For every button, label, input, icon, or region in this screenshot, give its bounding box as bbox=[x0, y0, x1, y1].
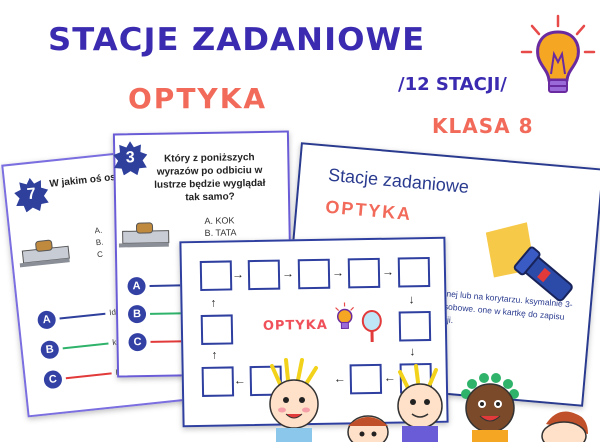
answer-c: C bbox=[96, 249, 104, 260]
station-box bbox=[297, 258, 331, 290]
station-box bbox=[200, 314, 234, 345]
answer-a: A. KOK bbox=[204, 215, 235, 226]
kids-illustration bbox=[269, 358, 588, 442]
option-b-line bbox=[62, 342, 109, 350]
station-box bbox=[201, 366, 235, 397]
option-b-circle: B bbox=[127, 305, 147, 324]
answer-a: A. bbox=[94, 225, 103, 236]
option-c-line bbox=[65, 372, 112, 380]
magnifier-icon bbox=[361, 309, 382, 343]
bulb-small-icon bbox=[335, 302, 355, 330]
station-box bbox=[397, 256, 431, 288]
arrow-right-icon: → bbox=[331, 265, 345, 280]
arrow-up-icon: ↑ bbox=[210, 295, 217, 310]
arrow-right-icon: → bbox=[281, 266, 295, 281]
option-c-circle: C bbox=[43, 369, 63, 390]
option-a-line bbox=[59, 312, 106, 320]
option-b-circle: B bbox=[39, 339, 60, 360]
card-question: Który z poniższych wyrazów po odbiciu w … bbox=[154, 152, 266, 204]
lightbulb-icon bbox=[520, 14, 596, 93]
card-number-badge: 7 bbox=[13, 176, 50, 213]
saw-icon bbox=[118, 222, 170, 248]
flashlight-icon bbox=[485, 222, 573, 302]
arrow-up-icon: ↑ bbox=[211, 347, 218, 362]
option-a-circle: A bbox=[36, 309, 57, 330]
station-box bbox=[347, 257, 381, 289]
stations-map-card: → → → → ↑ ↓ ↑ ↓ OPTYKA ← ← ← bbox=[179, 236, 449, 428]
stations-count: /12 STACJI/ bbox=[398, 74, 507, 95]
subject-title: OPTYKA bbox=[128, 82, 268, 115]
answer-b: B. bbox=[95, 237, 104, 248]
station-box bbox=[398, 310, 432, 342]
option-c-circle: C bbox=[128, 333, 147, 352]
intro-card-subtitle: OPTYKA bbox=[324, 196, 414, 225]
main-title: STACJE ZADANIOWE bbox=[48, 22, 426, 58]
task-card-3: 3 Który z poniższych wyrazów po odbiciu … bbox=[112, 130, 294, 378]
option-a-circle: A bbox=[127, 277, 146, 296]
intro-card: Stacje zadaniowe OPTYKA yjnej lub na kor… bbox=[280, 142, 600, 407]
arrow-right-icon: → bbox=[231, 267, 245, 282]
arrow-right-icon: → bbox=[381, 264, 395, 279]
station-box bbox=[199, 260, 233, 291]
saw-icon bbox=[19, 239, 70, 268]
grade-label: KLASA 8 bbox=[432, 114, 534, 138]
arrow-left-icon: ← bbox=[233, 373, 246, 388]
stations-map-label: OPTYKA bbox=[262, 317, 329, 334]
intro-card-title: Stacje zadaniowe bbox=[327, 164, 470, 197]
station-box bbox=[247, 259, 281, 291]
card-number-badge: 3 bbox=[113, 141, 148, 176]
task-card-7: 7 W jakim oś osiąga pre A. B. C A Id B k… bbox=[1, 146, 201, 418]
arrow-down-icon: ↓ bbox=[408, 292, 415, 307]
answer-b: B. TATA bbox=[204, 227, 237, 238]
